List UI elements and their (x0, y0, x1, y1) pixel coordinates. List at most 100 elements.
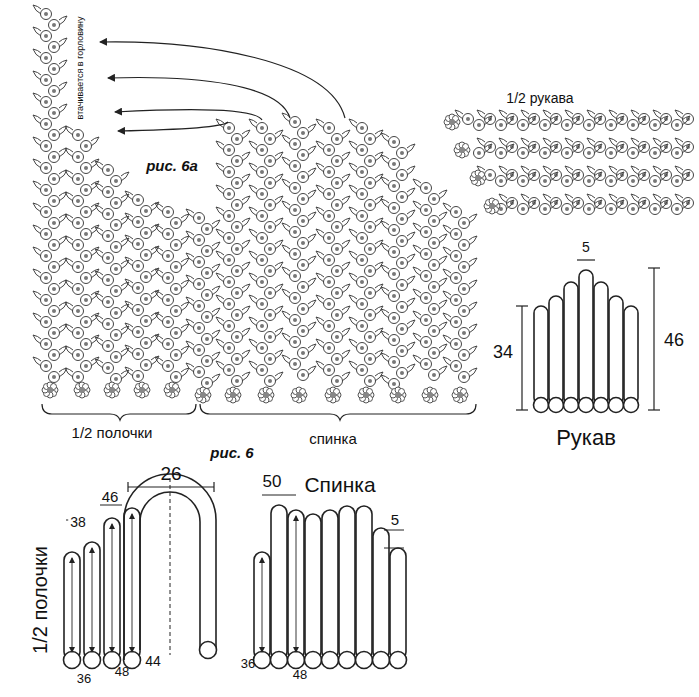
pattern-stroke (368, 379, 372, 383)
pattern-stroke (65, 192, 73, 201)
motif (298, 212, 317, 227)
pattern-stroke (400, 261, 404, 265)
pattern-stroke (235, 181, 239, 185)
motif (443, 247, 462, 262)
motif (332, 218, 351, 233)
pattern-stroke (44, 166, 48, 170)
pattern-stroke (389, 313, 400, 324)
pattern-stroke (232, 244, 243, 255)
pattern-stroke (572, 116, 580, 125)
motif (186, 363, 205, 378)
pattern-stroke (127, 482, 128, 492)
pattern-stroke (357, 343, 368, 354)
motif (282, 311, 301, 326)
pattern-stroke (499, 110, 507, 119)
pattern-stroke (389, 225, 400, 236)
pattern-stroke (141, 272, 152, 283)
pattern-stroke (52, 331, 56, 335)
pattern-stroke (114, 377, 118, 381)
pattern-stroke (125, 279, 133, 288)
pattern-stroke (41, 53, 52, 64)
pattern-stroke (202, 356, 213, 367)
pattern-stroke (194, 367, 205, 378)
pattern-stroke (166, 276, 170, 280)
flower-motif (134, 382, 150, 398)
pattern-stroke (638, 116, 646, 125)
motif (95, 315, 114, 330)
pattern-stroke (342, 372, 350, 381)
motif (49, 346, 68, 361)
pattern-stroke (44, 56, 48, 60)
pattern-stroke (49, 350, 60, 361)
pattern-stroke (235, 269, 239, 273)
pattern-stroke (407, 298, 415, 307)
pattern-stroke (565, 110, 573, 119)
pattern-stroke (181, 214, 189, 223)
pattern-stroke (616, 172, 624, 181)
motif (332, 196, 351, 211)
pattern-stroke (265, 222, 276, 233)
pattern-stroke (47, 387, 53, 393)
strip-tube (305, 514, 321, 660)
pattern-stroke (65, 280, 73, 289)
pattern-stroke (400, 151, 404, 155)
motif (249, 141, 268, 156)
pattern-stroke (565, 207, 569, 211)
pattern-stroke (432, 285, 436, 289)
pattern-stroke (327, 192, 331, 196)
pattern-stroke (365, 266, 376, 277)
pattern-stroke (33, 5, 41, 14)
pattern-stroke (528, 172, 536, 181)
pattern-stroke (33, 335, 41, 344)
pattern-stroke (638, 172, 646, 181)
dimension: 26 (160, 464, 181, 483)
pattern-stroke (594, 200, 602, 209)
pattern-stroke (95, 359, 103, 368)
pattern-stroke (52, 353, 56, 357)
pattern-stroke (136, 330, 140, 334)
motif (606, 172, 625, 187)
motif (249, 295, 268, 310)
pattern-stroke (260, 280, 264, 284)
motif (675, 194, 694, 209)
pattern-stroke (106, 234, 110, 238)
pattern-stroke (327, 368, 331, 372)
pattern-stroke (682, 172, 690, 181)
pattern-stroke (268, 269, 272, 273)
dimension-line (112, 524, 113, 652)
motif (332, 130, 351, 145)
motif (155, 291, 174, 306)
pattern-stroke (397, 170, 408, 181)
brace (42, 404, 476, 420)
motif (499, 166, 518, 181)
pattern-stroke (529, 170, 540, 181)
motif (33, 71, 52, 86)
motif (95, 293, 114, 308)
motif (587, 110, 606, 125)
pattern-stroke (462, 265, 466, 269)
pattern-stroke (44, 144, 48, 148)
pattern-stroke (103, 209, 114, 220)
motif (171, 346, 190, 361)
motif (381, 177, 400, 192)
pattern-stroke (521, 138, 529, 147)
pattern-stroke (413, 355, 421, 364)
motif (397, 232, 416, 247)
pattern-stroke (268, 137, 272, 141)
motif (65, 214, 84, 229)
pattern-stroke (44, 78, 48, 82)
pattern-stroke (298, 194, 309, 205)
flower-motif (390, 387, 406, 403)
pattern-stroke (308, 256, 316, 265)
motif (282, 333, 301, 348)
motif (141, 246, 160, 261)
motif (349, 295, 368, 310)
motif (650, 116, 669, 131)
pattern-stroke (631, 194, 639, 203)
pattern-stroke (660, 144, 668, 153)
motif (413, 201, 432, 216)
pattern-stroke (52, 177, 56, 181)
pattern-stroke (392, 294, 396, 298)
pattern-stroke (342, 152, 350, 161)
motif (349, 163, 368, 178)
